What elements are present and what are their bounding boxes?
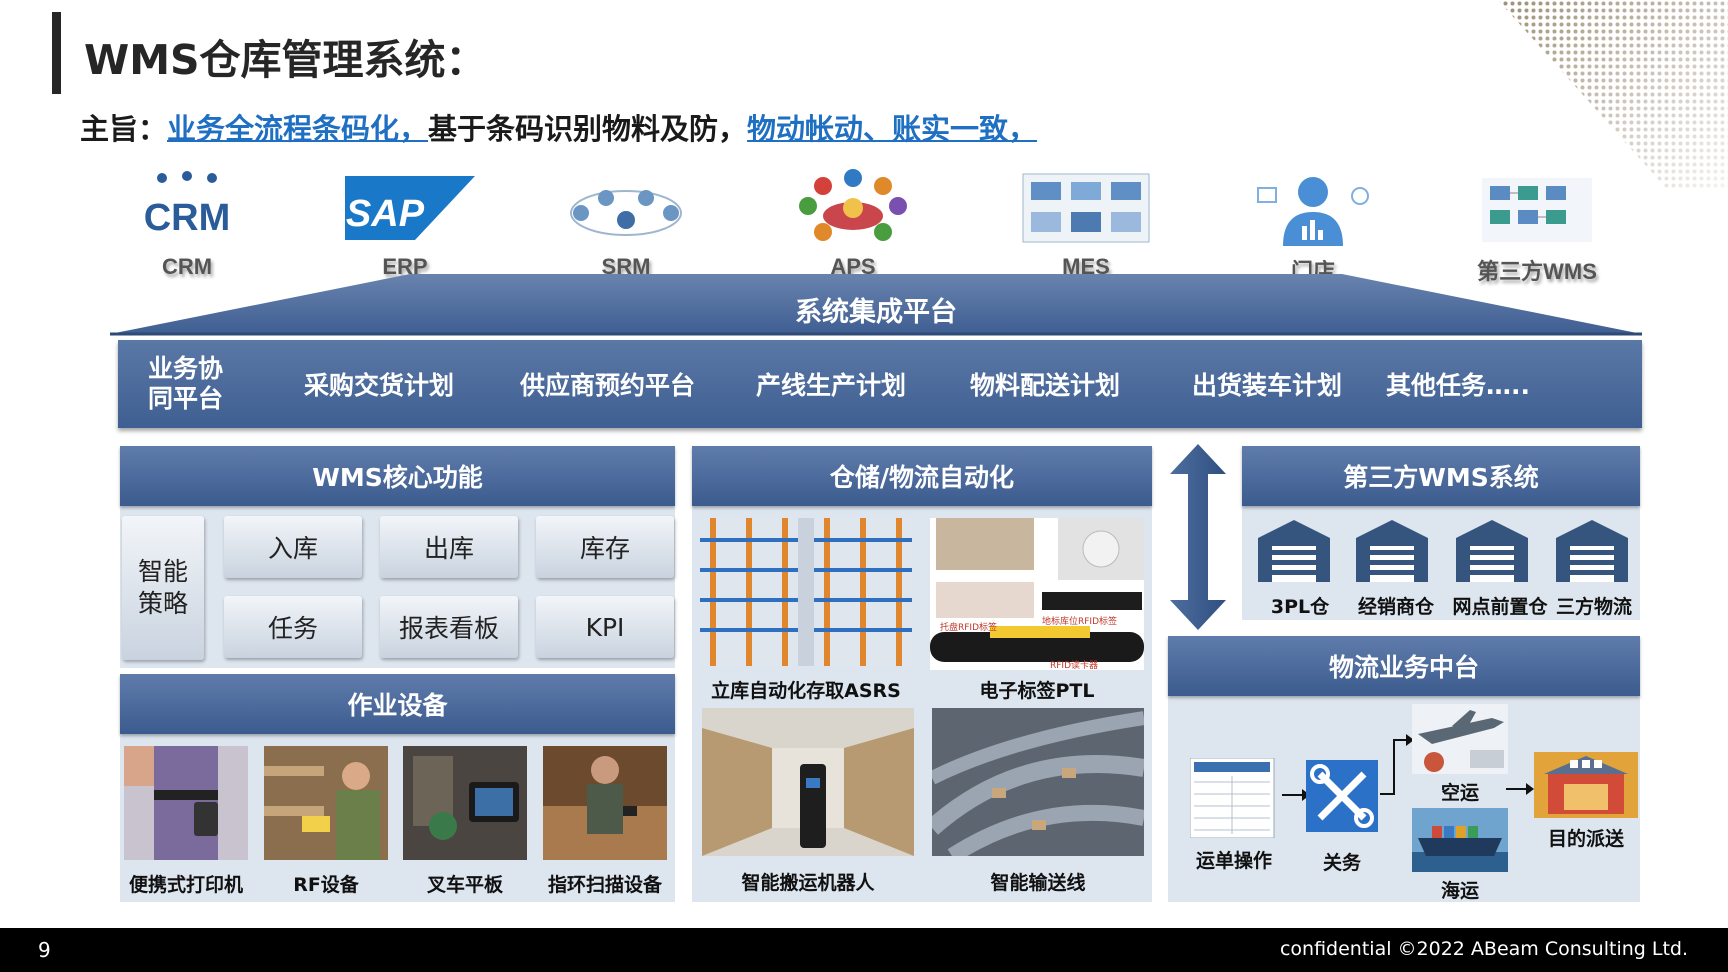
ptl-rfid-photo: 托盘RFID标签 地标库位RFID标签 RFID读卡器 — [930, 518, 1144, 670]
rf-device-photo — [264, 746, 388, 860]
equipment-label-forklift-tablet: 叉车平板 — [426, 874, 503, 896]
warehouse-label-dealer: 经销商仓 — [1357, 596, 1434, 618]
collab-platform-label: 业务协同平台 — [148, 354, 224, 413]
system-label: 第三方WMS — [1477, 259, 1597, 284]
svg-text:SAP: SAP — [346, 193, 425, 235]
ring-scanner-photo — [543, 746, 667, 860]
warehouse-label-3pl: 3PL仓 — [1270, 596, 1330, 618]
store-user-icon — [1257, 177, 1369, 246]
collab-item-shipping-loading: 出货装车计划 — [1192, 371, 1343, 400]
crm-logo-icon: CRM — [144, 171, 231, 239]
destination-delivery-icon — [1534, 752, 1638, 818]
system-aps: APS — [778, 168, 928, 279]
subtitle-highlight-2: 物动帐动、账实一致， — [747, 112, 1038, 146]
rfid-pallet-label: 托盘RFID标签 — [940, 621, 997, 633]
collab-item-material-delivery: 物料配送计划 — [970, 371, 1121, 400]
tile-tasks: 任务 — [224, 596, 362, 658]
logistics-label-destination: 目的派送 — [1547, 828, 1624, 850]
conveyor-line-photo — [932, 708, 1144, 856]
subtitle: 主旨：业务全流程条码化，基于条码识别物料及防，物动帐动、账实一致， — [80, 106, 1037, 148]
warehouse-label-front: 网点前置仓 — [1452, 596, 1548, 618]
system-crm: CRM CRM — [112, 168, 262, 279]
title-accent-bar — [52, 12, 61, 94]
decorative-dot-pattern — [1498, 0, 1728, 190]
warehouse-icon — [1258, 520, 1330, 582]
warehouse-icon — [1456, 520, 1528, 582]
handling-robot-photo — [702, 708, 914, 856]
footer-copyright: confidential ©2022 ABeam Consulting Ltd. — [1279, 938, 1688, 960]
tile-inbound: 入库 — [224, 516, 362, 578]
rfid-reader-label: RFID读卡器 — [1050, 659, 1098, 670]
tile-outbound: 出库 — [380, 516, 518, 578]
warehouse-icon — [1556, 520, 1628, 582]
rfid-location-label: 地标库位RFID标签 — [1042, 615, 1117, 627]
asrs-photo — [700, 518, 912, 666]
tile-inventory: 库存 — [536, 516, 674, 578]
equipment-label-printer: 便携式打印机 — [128, 874, 243, 896]
waybill-form-icon — [1190, 758, 1275, 838]
integration-platform-title: 系统集成平台 — [795, 297, 957, 328]
automation-title: 仓储/物流自动化 — [692, 446, 1152, 506]
warehouse-icon — [1356, 520, 1428, 582]
automation-label-asrs: 立库自动化存取ASRS — [711, 680, 901, 702]
customs-tools-icon — [1306, 760, 1378, 832]
equipment-label-rf: RF设备 — [293, 874, 359, 896]
aps-hub-icon — [799, 169, 907, 241]
integration-platform-roof — [110, 274, 1642, 336]
collab-item-production-plan: 产线生产计划 — [756, 371, 907, 400]
tile-report-board: 报表看板 — [380, 596, 518, 658]
system-mes: MES — [1011, 168, 1161, 279]
svg-text:CRM: CRM — [144, 197, 231, 239]
third-party-wms-title: 第三方WMS系统 — [1242, 446, 1640, 506]
page-title: WMS仓库管理系统： — [84, 36, 487, 84]
smart-strategy-tile: 智能策略 — [122, 516, 204, 660]
logistics-label-sea: 海运 — [1440, 880, 1479, 902]
automation-label-conveyor: 智能输送线 — [990, 872, 1086, 894]
bidirectional-arrow-icon — [1170, 444, 1226, 630]
logistics-label-customs: 关务 — [1322, 852, 1361, 874]
arrow-right-icon — [1506, 783, 1534, 795]
logistics-label-air: 空运 — [1440, 782, 1479, 804]
air-freight-icon — [1412, 704, 1508, 774]
subtitle-middle: 基于条码识别物料及防， — [428, 112, 748, 146]
branch-arrow-icon — [1380, 734, 1414, 795]
subtitle-highlight-1: 业务全流程条码化， — [167, 112, 429, 146]
third-party-wms-icon — [1482, 178, 1592, 242]
page-number: 9 — [38, 938, 51, 962]
logistics-label-waybill: 运单操作 — [1195, 850, 1272, 872]
automation-label-ptl: 电子标签PTL — [979, 680, 1095, 702]
system-srm: SRM — [551, 168, 701, 279]
equipment-label-ring-scanner: 指环扫描设备 — [547, 874, 662, 896]
wms-core-title: WMS核心功能 — [120, 446, 675, 506]
subtitle-prefix: 主旨： — [80, 112, 168, 146]
srm-network-icon — [570, 190, 682, 236]
business-collaboration-bar: 业务协同平台 采购交货计划 供应商预约平台 产线生产计划 物料配送计划 出货装车… — [118, 340, 1642, 428]
collab-item-other-tasks: 其他任务….. — [1386, 371, 1530, 400]
footer-bar — [0, 928, 1728, 972]
tile-kpi: KPI — [536, 596, 674, 658]
equipment-title: 作业设备 — [120, 674, 675, 734]
sea-freight-icon — [1412, 808, 1508, 872]
system-store: 门店 — [1238, 168, 1388, 284]
forklift-tablet-photo — [403, 746, 527, 860]
automation-label-robot: 智能搬运机器人 — [741, 872, 875, 894]
system-third-party-wms: 第三方WMS — [1462, 168, 1612, 284]
portable-printer-photo — [124, 746, 248, 860]
system-label: CRM — [161, 254, 213, 279]
warehouse-label-3rd-logistics: 三方物流 — [1555, 596, 1632, 618]
mes-diagram-icon — [1022, 173, 1150, 243]
collab-item-supplier-booking: 供应商预约平台 — [520, 371, 696, 400]
system-erp: SAP ERP — [330, 168, 480, 279]
logistics-title: 物流业务中台 — [1168, 636, 1640, 696]
sap-logo-icon: SAP — [345, 176, 475, 240]
collab-item-purchase-delivery: 采购交货计划 — [304, 371, 455, 400]
